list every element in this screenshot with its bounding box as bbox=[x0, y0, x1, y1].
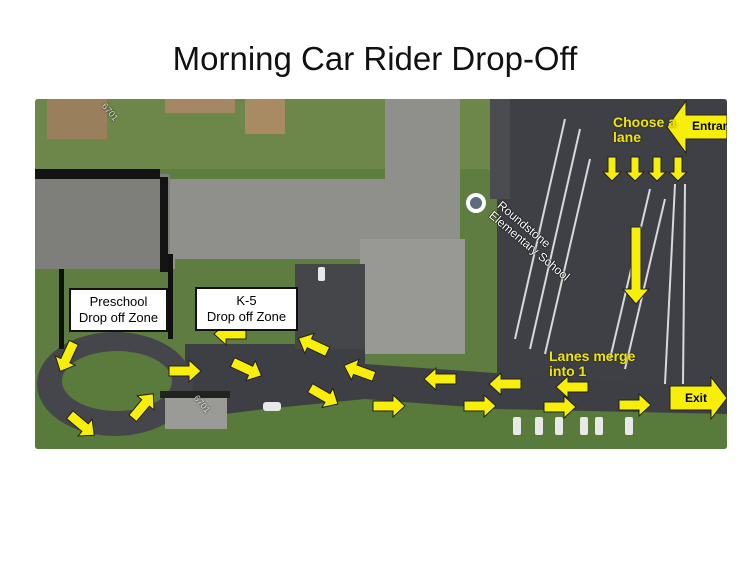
preschool-line2: Drop off Zone bbox=[78, 310, 159, 325]
map-graphic bbox=[35, 99, 727, 449]
preschool-line1: Preschool bbox=[89, 294, 148, 309]
lanes-merge-line1: Lanes merge bbox=[549, 348, 636, 364]
building-shadow bbox=[35, 169, 160, 179]
lanes-merge-line2: into 1 bbox=[549, 363, 587, 379]
playground-patch bbox=[245, 99, 285, 134]
choose-lane-line1: Choose a bbox=[613, 114, 677, 130]
loop-island bbox=[62, 351, 172, 411]
page-title: Morning Car Rider Drop-Off bbox=[172, 40, 578, 77]
parking-lot-edge bbox=[490, 99, 510, 199]
parking-west bbox=[295, 264, 365, 349]
lanes-merge-label: Lanes merge into 1 bbox=[549, 349, 635, 379]
parking-stripes bbox=[514, 118, 686, 385]
k5-zone-label: K-5 Drop off Zone bbox=[195, 287, 298, 331]
zone-post bbox=[168, 254, 173, 339]
parked-cars bbox=[263, 267, 633, 435]
school-marker-dot bbox=[470, 197, 482, 209]
building-shadow bbox=[160, 177, 168, 272]
aerial-map: 6701 6701 Roundstone Elementary School C… bbox=[35, 99, 727, 449]
k5-line1: K-5 bbox=[236, 293, 257, 308]
exit-label-arrow bbox=[669, 375, 727, 421]
entrance-arrow bbox=[666, 99, 727, 155]
choose-lane-line2: lane bbox=[613, 129, 642, 145]
exit-label: Exit bbox=[685, 391, 708, 405]
building-wing bbox=[35, 174, 170, 269]
school-building bbox=[35, 99, 465, 349]
k5-line2: Drop off Zone bbox=[206, 309, 287, 324]
playground-patch bbox=[47, 99, 107, 139]
entrance-label: Entrance bbox=[692, 119, 727, 133]
preschool-zone-label: Preschool Drop off Zone bbox=[69, 288, 168, 332]
playground-patch bbox=[165, 99, 235, 113]
long-down-arrow bbox=[621, 226, 651, 305]
building-wing bbox=[360, 239, 465, 354]
outbuilding bbox=[165, 394, 227, 429]
zone-post bbox=[59, 269, 64, 349]
outbuilding-shadow bbox=[160, 391, 230, 398]
choose-lane-label: Choose a lane bbox=[613, 115, 676, 145]
